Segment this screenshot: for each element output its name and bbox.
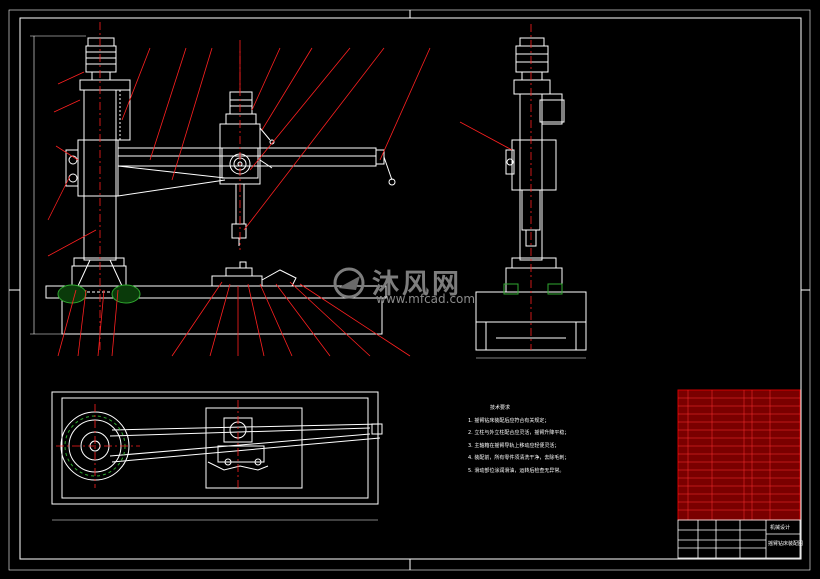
technical-notes: 技术要求 1. 摇臂钻床装配后应符合有关规定； 2. 立柱与外立柱配合应灵活，摇…: [468, 402, 618, 477]
side-leaders: [459, 121, 513, 151]
top-view: [51, 391, 383, 521]
mfcad-logo-icon: [333, 267, 365, 299]
note-line-5: 5. 滑动部位涂润滑油，运转后检查无异常。: [468, 467, 565, 474]
watermark-title: 沐风网: [372, 269, 462, 300]
top-center-lines: [56, 400, 239, 490]
parts-table: [677, 389, 801, 521]
front-leaders: [47, 47, 431, 357]
title-block-note: 机械设计: [770, 525, 791, 531]
note-line-3: 3. 主轴箱在摇臂导轨上移动应轻便灵活；: [468, 442, 560, 449]
notes-title: 技术要求: [490, 405, 511, 411]
side-hatch: [503, 283, 563, 295]
note-line-2: 2. 立柱与外立柱配合应灵活，摇臂升降平稳；: [468, 430, 570, 436]
side-view: [475, 37, 587, 359]
title-block-drawing-name: 摇臂钻床装配图: [768, 541, 804, 547]
note-line-4: 4. 装配前，所有零件须清洗干净，去除毛刺；: [468, 455, 570, 461]
front-hatch: [57, 284, 141, 304]
note-line-1: 1. 摇臂钻床装配后应符合有关规定；: [468, 417, 550, 424]
title-block: [677, 519, 801, 559]
watermark-url: www.mfcad.com: [376, 292, 476, 306]
